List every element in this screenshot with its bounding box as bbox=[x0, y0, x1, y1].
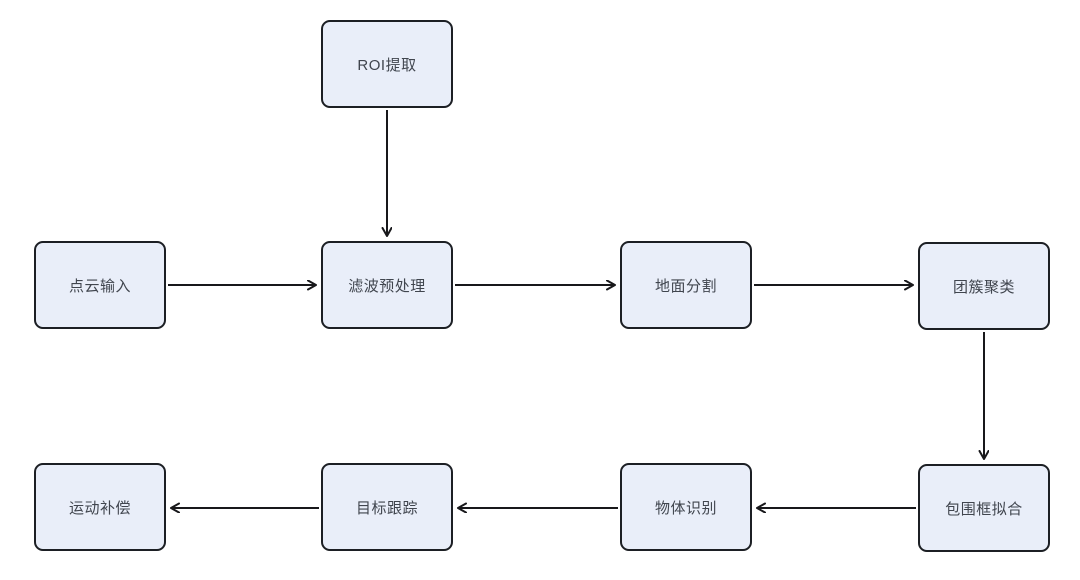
node-label: 目标跟踪 bbox=[355, 499, 418, 517]
node-cluster-clustering: 团簇聚类 bbox=[918, 242, 1050, 330]
node-label: 运动补偿 bbox=[68, 499, 131, 517]
node-label: 团簇聚类 bbox=[952, 278, 1015, 296]
node-ground-segmentation: 地面分割 bbox=[620, 241, 752, 329]
node-label: 地面分割 bbox=[654, 277, 717, 295]
node-filter-preprocess: 滤波预处理 bbox=[321, 241, 453, 329]
node-label: ROI提取 bbox=[357, 56, 417, 74]
node-roi-extraction: ROI提取 bbox=[321, 20, 453, 108]
node-label: 包围框拟合 bbox=[945, 500, 1023, 518]
node-label: 滤波预处理 bbox=[348, 277, 426, 295]
node-bounding-box-fitting: 包围框拟合 bbox=[918, 464, 1050, 552]
node-label: 物体识别 bbox=[654, 499, 717, 517]
node-motion-compensation: 运动补偿 bbox=[34, 463, 166, 551]
node-point-cloud-input: 点云输入 bbox=[34, 241, 166, 329]
node-object-recognition: 物体识别 bbox=[620, 463, 752, 551]
node-target-tracking: 目标跟踪 bbox=[321, 463, 453, 551]
node-label: 点云输入 bbox=[68, 277, 131, 295]
